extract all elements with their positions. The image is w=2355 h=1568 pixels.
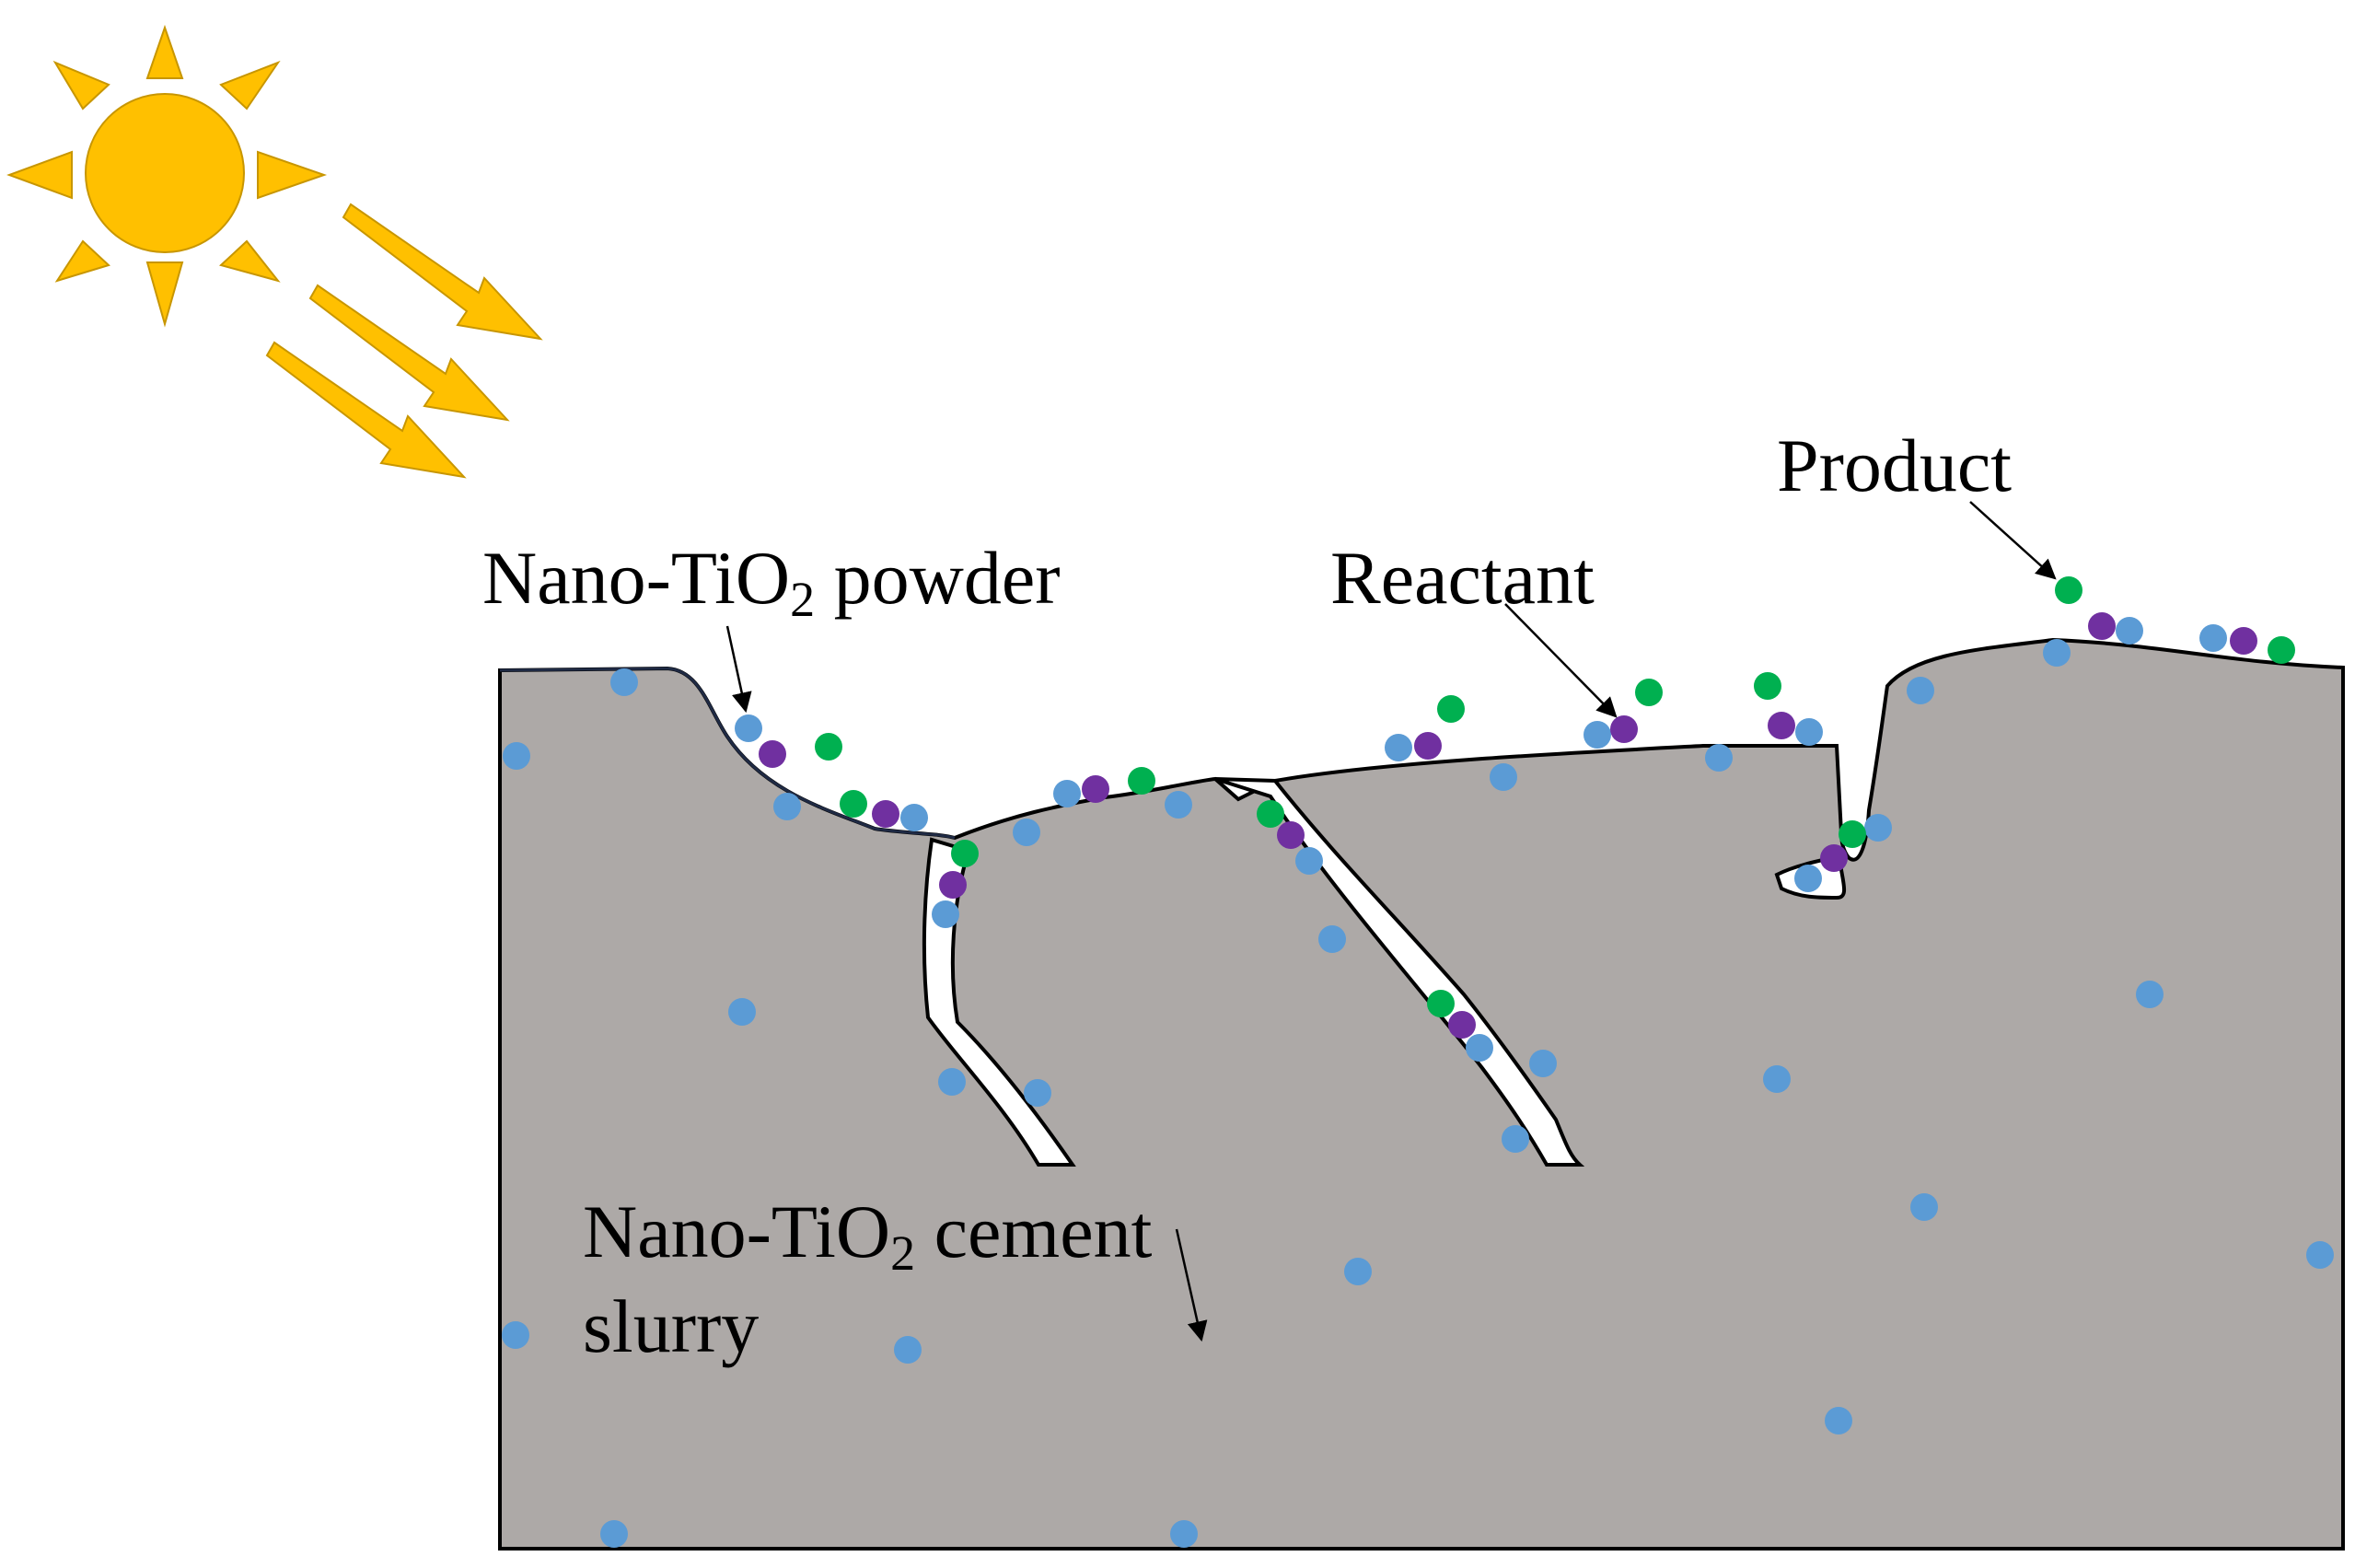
tio2-particle <box>502 1321 529 1349</box>
reactant-particle <box>759 740 786 768</box>
product-particle <box>951 840 979 867</box>
product-particle <box>1635 679 1663 706</box>
tio2-particle <box>938 1068 966 1096</box>
tio2-particle <box>1763 1065 1791 1093</box>
product-particle <box>1437 695 1465 723</box>
tio2-particle <box>1795 718 1823 746</box>
reactant-label: Reactant <box>1330 536 1595 620</box>
slurry-arrow <box>1175 1228 1208 1342</box>
product-particle <box>815 733 842 761</box>
tio2-particle <box>735 714 762 742</box>
tio2-particle <box>1864 814 1892 842</box>
tio2-particle <box>1794 865 1822 892</box>
reactant-particle <box>2088 612 2116 640</box>
tio2-particle <box>1170 1520 1198 1548</box>
reactant-particle <box>1610 715 1638 743</box>
reactant-particle <box>872 800 899 828</box>
tio2-particle <box>1584 721 1611 749</box>
tio2-particle <box>1318 925 1346 953</box>
tio2-particle <box>1295 847 1323 875</box>
tio2-particle <box>2306 1241 2334 1269</box>
tio2-particle <box>1344 1258 1372 1285</box>
reactant-particle <box>1414 732 1442 760</box>
tio2-particle <box>900 804 928 831</box>
product-particle <box>1839 820 1866 848</box>
tio2-particle <box>1825 1407 1852 1434</box>
light-ray-arrow-3 <box>265 341 467 479</box>
reactant-particle <box>1820 844 1848 872</box>
tio2-particle <box>2043 639 2071 667</box>
sun-icon <box>6 24 328 328</box>
sun-disc <box>85 93 245 253</box>
reactant-particle <box>1448 1011 1476 1039</box>
product-particle <box>2055 576 2082 604</box>
tio2-particle <box>610 668 638 696</box>
product-particle <box>1427 990 1455 1017</box>
reactant-particle <box>1768 712 1795 739</box>
tio2-particle <box>1053 780 1081 807</box>
tio2-particle <box>1013 819 1040 846</box>
tio2-particle <box>1910 1193 1938 1221</box>
light-ray-arrows <box>265 203 543 479</box>
crack-1 <box>922 837 1076 1167</box>
tio2-particle <box>1705 744 1733 772</box>
tio2-particle <box>2116 617 2143 645</box>
crack-2 <box>1214 777 1585 1167</box>
tio2-particle <box>2136 981 2164 1008</box>
cement-surface-line <box>499 667 956 840</box>
tio2-particle <box>773 793 801 820</box>
reactant-arrow <box>1504 603 1618 718</box>
product-particle <box>2268 636 2295 664</box>
product-particle <box>1257 800 1284 828</box>
tio2-particles <box>502 668 2334 1548</box>
product-particle <box>840 790 867 818</box>
tio2-particle <box>1165 791 1192 819</box>
sun-rays <box>6 24 328 328</box>
tio2-particle <box>728 998 756 1026</box>
reactant-particle <box>939 871 967 899</box>
tio2-particle <box>2199 624 2227 652</box>
tio2-particle <box>1385 734 1412 761</box>
tio2-particle <box>503 742 530 770</box>
tio2-particle <box>894 1336 922 1364</box>
product-arrow <box>1969 501 2057 580</box>
reactant-particle <box>1277 821 1305 849</box>
reactant-particle <box>1082 775 1109 803</box>
light-ray-arrow-2 <box>308 284 510 422</box>
tio2-particle <box>1907 677 1934 704</box>
product-label: Product <box>1777 424 2012 507</box>
cement-slurry-block <box>498 637 2345 1551</box>
surface-particles <box>735 576 2295 1062</box>
tio2-particle <box>1024 1079 1051 1107</box>
tio2-particle <box>932 900 959 928</box>
tio2-particle <box>1502 1125 1529 1153</box>
powder-label: Nano-TiO2 powder <box>482 536 1061 627</box>
tio2-particle <box>1466 1034 1493 1062</box>
tio2-particle <box>1490 763 1517 791</box>
slurry-label: Nano-TiO2 cement <box>583 1190 1153 1281</box>
slurry-label-line2: slurry <box>583 1284 759 1368</box>
product-particle <box>1754 672 1781 700</box>
tio2-particle <box>600 1520 628 1548</box>
tio2-particle <box>1529 1050 1557 1077</box>
light-ray-arrow-1 <box>342 203 543 341</box>
reactant-particle <box>2230 627 2257 655</box>
product-particle <box>1128 767 1155 795</box>
leader-arrows <box>725 501 2057 1342</box>
powder-arrow <box>725 625 752 714</box>
